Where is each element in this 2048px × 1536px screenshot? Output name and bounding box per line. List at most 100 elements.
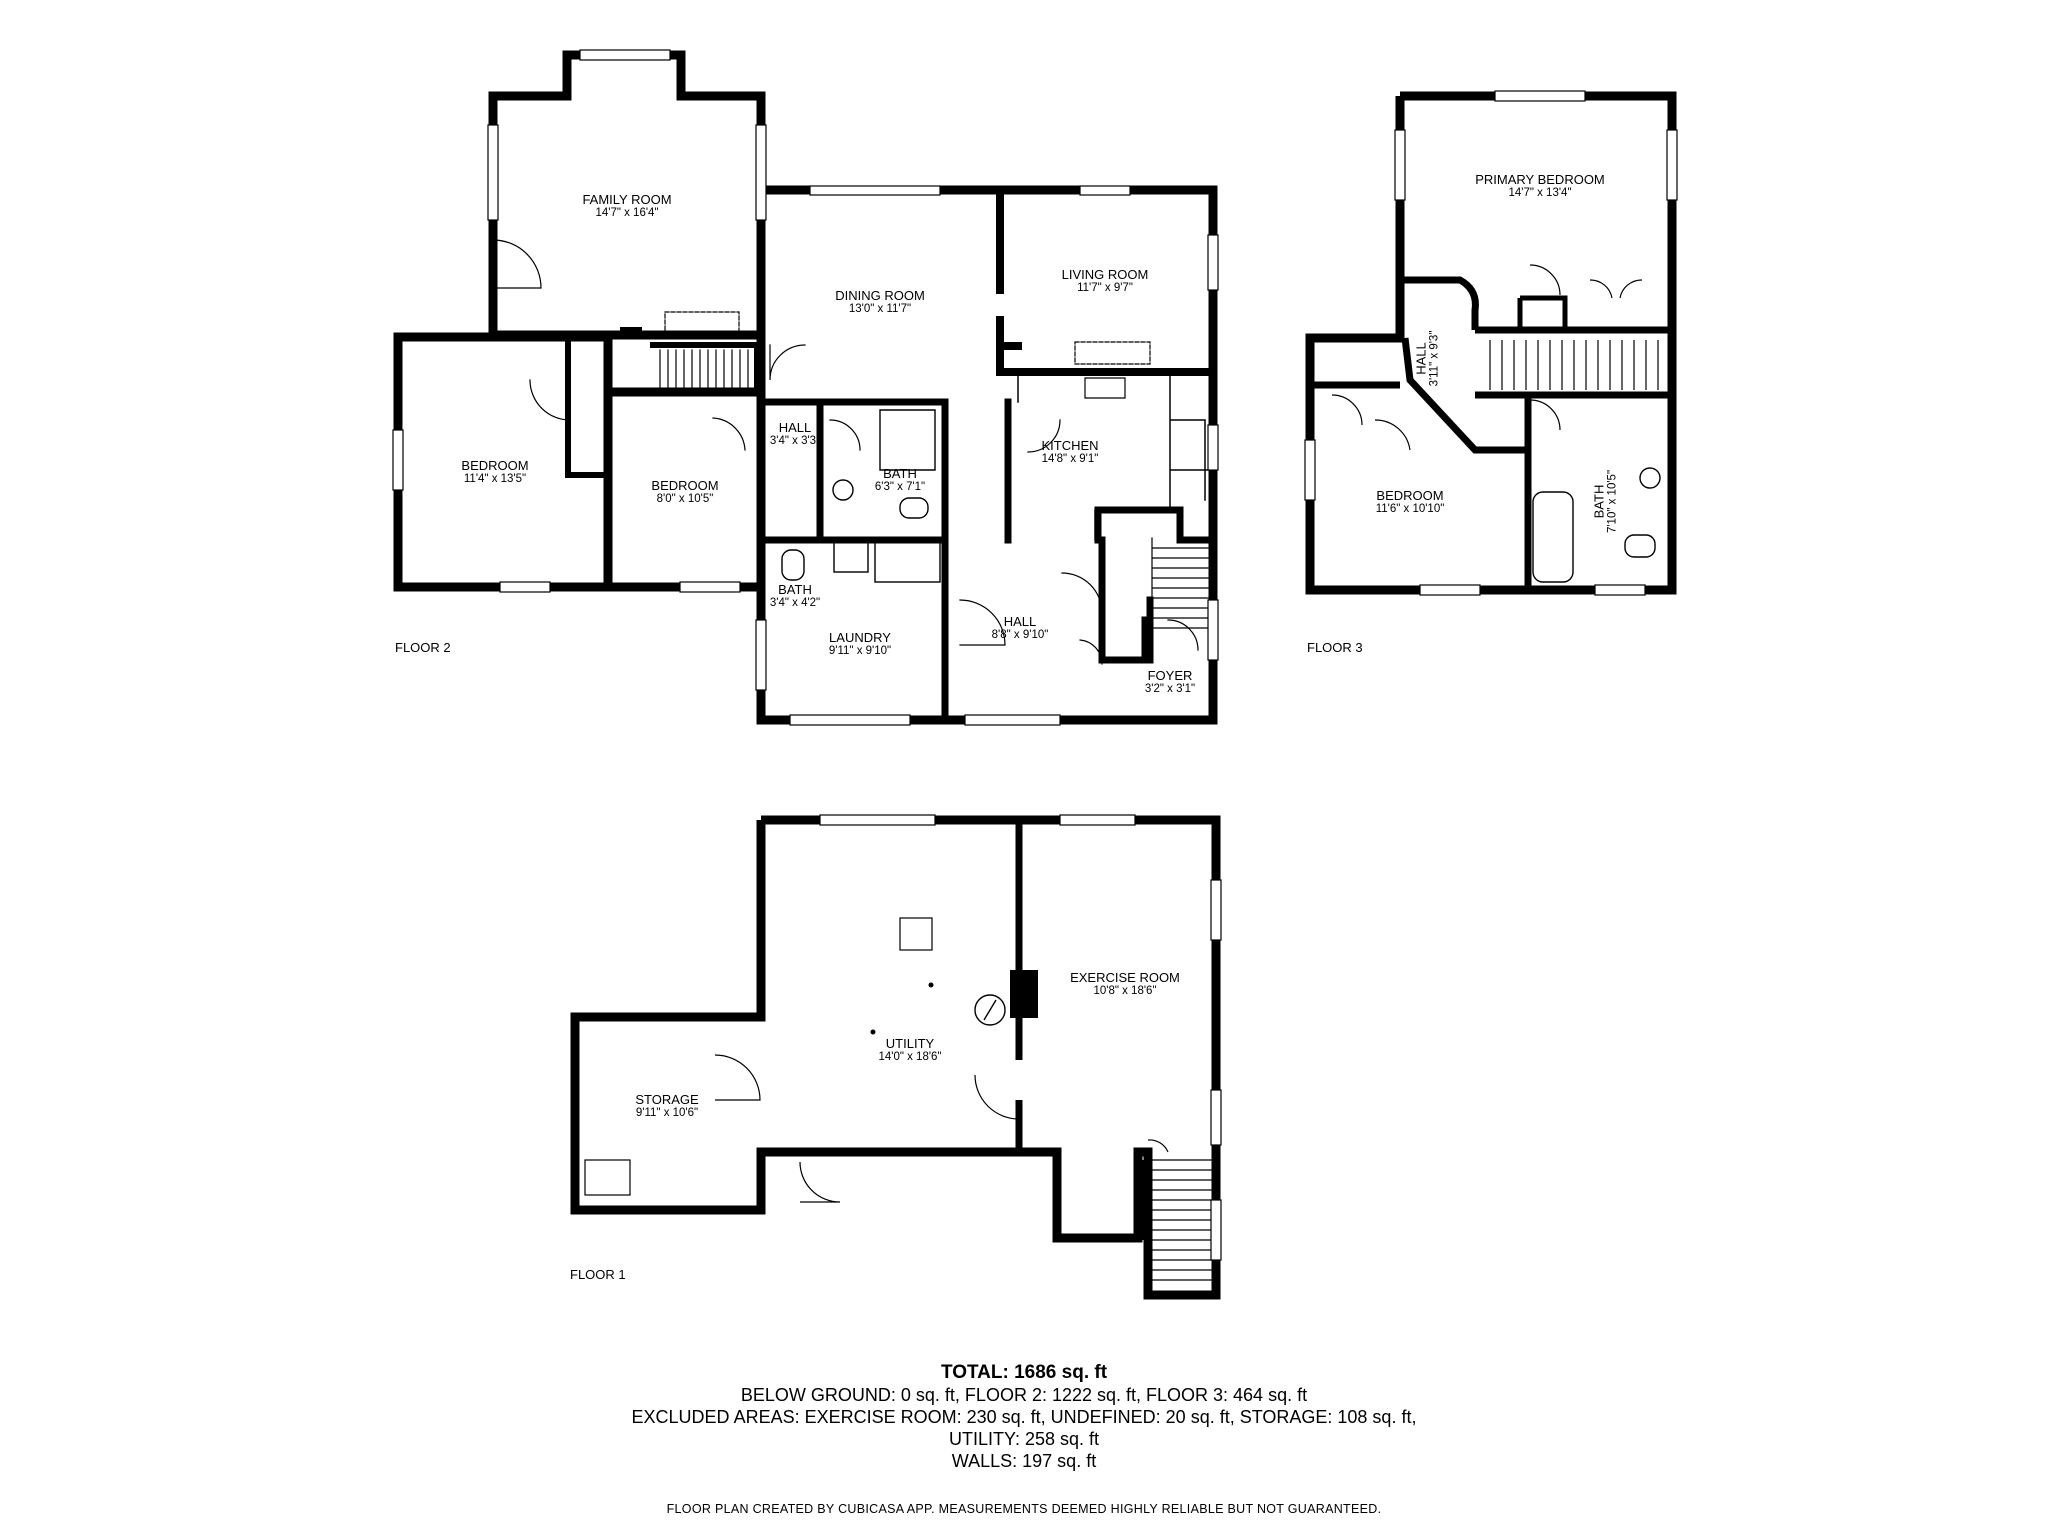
room-name: HALL — [1003, 614, 1037, 629]
room-name: FAMILY ROOM — [582, 192, 672, 207]
room-name: DINING ROOM — [835, 288, 925, 303]
room-name: HALL — [1413, 342, 1429, 375]
summary-line-3: UTILITY: 258 sq. ft — [948, 1429, 1100, 1449]
floor-3-windows — [1304, 90, 1678, 596]
area-summary: TOTAL: 1686 sq. ft BELOW GROUND: 0 sq. f… — [0, 1362, 2048, 1472]
room-name: BATH — [778, 582, 812, 597]
room-name: STORAGE — [635, 1092, 699, 1107]
room-dimensions: 3'2" x 3'1" — [1144, 683, 1196, 695]
floor-3-label: FLOOR 3 — [1307, 640, 1363, 655]
floor-3-plan — [1305, 91, 1677, 595]
room-hall-3: HALL 3'11" x 9'3" — [1414, 314, 1441, 404]
floor-1-plan — [570, 815, 1221, 1300]
floor-2-stairs-walls — [565, 339, 760, 478]
room-laundry: LAUNDRY 9'11" x 9'10" — [805, 630, 915, 657]
room-name: BATH — [1591, 484, 1607, 519]
room-exercise-room: EXERCISE ROOM 10'8" x 18'6" — [1060, 970, 1190, 997]
room-dimensions: 11'4" x 13'5" — [463, 473, 527, 485]
room-dimensions: 3'11" x 9'3" — [1428, 330, 1441, 387]
floor-3-tub — [1532, 491, 1574, 583]
floor-1-stairs — [1152, 1159, 1212, 1281]
room-bath-a: BATH 6'3" x 7'1" — [855, 466, 945, 493]
foyer-stairs — [1151, 537, 1209, 661]
floor-1-chimney-lower — [1134, 1160, 1146, 1240]
room-family-room: FAMILY ROOM 14'7" x 16'4" — [567, 192, 687, 219]
room-dimensions: 9'11" x 10'6" — [635, 1107, 699, 1119]
room-dimensions: 11'7" x 9'7" — [1077, 282, 1133, 294]
floor-3-stairs — [1489, 340, 1659, 390]
room-name: BEDROOM — [1376, 488, 1444, 503]
bath-a-sink — [832, 479, 854, 501]
living-room-walls — [996, 188, 1217, 376]
kitchen-counter — [1017, 374, 1211, 541]
room-name: KITCHEN — [1041, 438, 1099, 453]
room-dimensions: 7'10" x 10'5" — [1606, 469, 1619, 534]
utility-vent — [899, 917, 933, 951]
room-dimensions: 14'8" x 9'1" — [1041, 453, 1099, 465]
utility-dot-1 — [928, 982, 934, 988]
room-bath-b: BATH 3'4" x 4'2" — [755, 582, 835, 609]
living-room-hearth — [1074, 341, 1151, 365]
disclaimer: FLOOR PLAN CREATED BY CUBICASA APP. MEAS… — [666, 1502, 1382, 1516]
floor-3-toilet — [1624, 534, 1656, 558]
room-name: UTILITY — [885, 1036, 935, 1051]
floor-1-door-swings — [714, 1054, 1169, 1203]
room-kitchen: KITCHEN 14'8" x 9'1" — [1010, 438, 1130, 465]
floor-1-chimney — [1010, 970, 1038, 1018]
room-dimensions: 14'7" x 13'4" — [1508, 187, 1572, 199]
room-foyer: FOYER 3'2" x 3'1" — [1130, 668, 1210, 695]
water-heater — [974, 994, 1006, 1026]
room-bedroom-a: BEDROOM 11'4" x 13'5" — [435, 458, 555, 485]
room-bedroom-b: BEDROOM 8'0" x 10'5" — [625, 478, 745, 505]
interior-walls — [757, 398, 1217, 724]
floor-1-windows — [819, 814, 1222, 1261]
room-bath-3: BATH 7'10" x 10'5" — [1592, 452, 1619, 552]
water-heater-symbol — [983, 999, 997, 1021]
storage-shelf — [584, 1159, 631, 1196]
floor-3-walls — [1305, 91, 1677, 595]
range-burners — [1084, 377, 1126, 399]
summary-line-1: BELOW GROUND: 0 sq. ft, FLOOR 2: 1222 sq… — [740, 1385, 1308, 1405]
room-dining-room: DINING ROOM 13'0" x 11'7" — [815, 288, 945, 315]
room-utility: UTILITY 14'0" x 18'6" — [855, 1036, 965, 1063]
bath-a-tub-outline — [879, 409, 936, 471]
laundry-appliances — [874, 541, 941, 583]
room-dimensions: 3'4" x 4'2" — [769, 597, 821, 609]
room-name: BEDROOM — [461, 458, 529, 473]
room-dimensions: 14'0" x 18'6" — [878, 1051, 942, 1063]
bath-a-toilet — [899, 497, 929, 519]
total-area: TOTAL: 1686 sq. ft — [940, 1362, 1108, 1383]
room-name: LAUNDRY — [829, 630, 891, 645]
room-bedroom-3: BEDROOM 11'6" x 10'10" — [1345, 488, 1475, 515]
bath-b-toilet — [781, 549, 805, 581]
room-name: BATH — [883, 466, 917, 481]
room-name: FOYER — [1147, 668, 1193, 683]
room-name: LIVING ROOM — [1061, 267, 1149, 282]
room-storage: STORAGE 9'11" x 10'6" — [612, 1092, 722, 1119]
floor-1-label: FLOOR 1 — [570, 1267, 626, 1282]
room-hall-main: HALL 8'8" x 9'10" — [965, 614, 1075, 641]
chimney — [620, 327, 642, 337]
room-dimensions: 9'11" x 9'10" — [828, 645, 892, 657]
floor-2-stairs — [659, 349, 749, 391]
floor-2-windows — [392, 49, 1219, 726]
laundry-sink — [833, 541, 869, 573]
room-dimensions: 10'8" x 18'6" — [1093, 985, 1157, 997]
room-name: PRIMARY BEDROOM — [1475, 172, 1605, 187]
floor-2-label: FLOOR 2 — [395, 640, 451, 655]
family-room-hearth — [664, 311, 740, 335]
room-hall-small: HALL 3'4" x 3'3" — [755, 420, 835, 447]
room-primary-bedroom: PRIMARY BEDROOM 14'7" x 13'4" — [1460, 172, 1620, 199]
floor-3-interior — [1310, 276, 1672, 590]
room-dimensions: 8'0" x 10'5" — [656, 493, 714, 505]
floor-3-sink — [1639, 467, 1661, 489]
room-dimensions: 13'0" x 11'7" — [848, 303, 912, 315]
floor-1-walls — [570, 815, 1221, 1300]
room-dimensions: 11'6" x 10'10" — [1375, 503, 1445, 515]
summary-line-2: EXCLUDED AREAS: EXERCISE ROOM: 230 sq. f… — [631, 1407, 1417, 1427]
utility-dot-2 — [870, 1029, 876, 1035]
room-name: EXERCISE ROOM — [1070, 970, 1180, 985]
summary-line-4: WALLS: 197 sq. ft — [951, 1451, 1097, 1471]
bedroom-b-walls — [603, 387, 766, 592]
